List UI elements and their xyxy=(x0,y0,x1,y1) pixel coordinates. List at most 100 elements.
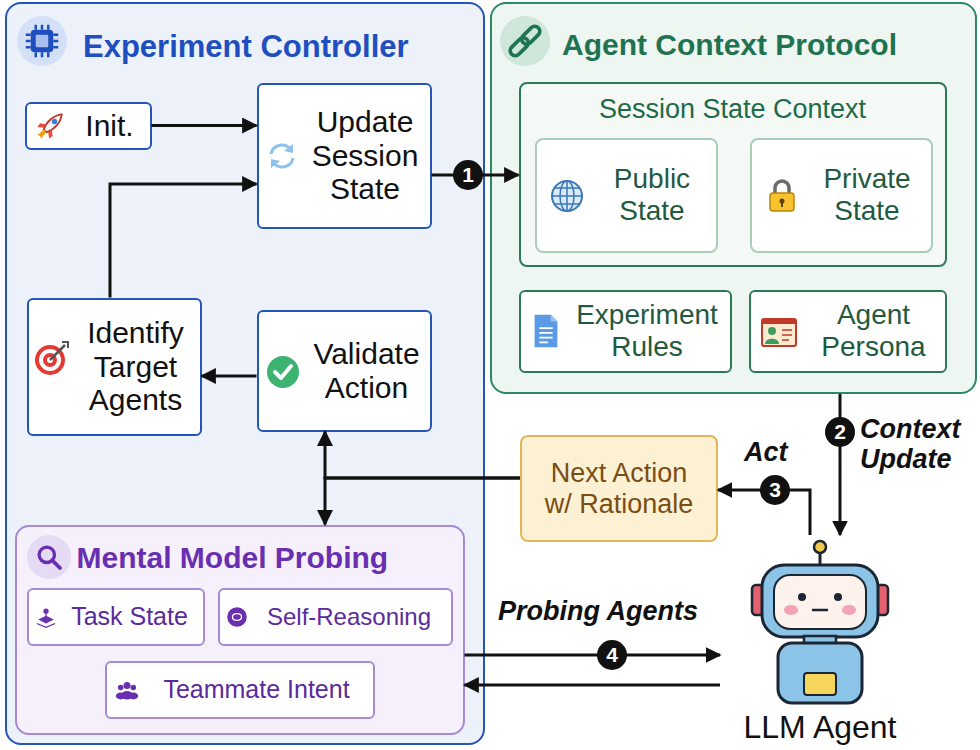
action-box: Next Action w/ Rationale xyxy=(520,435,718,542)
icon-part xyxy=(539,328,552,342)
robot-illustration xyxy=(720,535,920,705)
process-box: Validate Action xyxy=(257,310,432,432)
icon xyxy=(32,338,72,378)
edge-label: Probing Agents xyxy=(498,594,738,630)
callout-number: 2 xyxy=(825,417,855,447)
icon-part xyxy=(130,684,136,690)
state-box: Public State xyxy=(535,138,718,253)
icon-part xyxy=(508,36,530,58)
icon-part xyxy=(117,684,123,690)
icon-part xyxy=(284,144,293,153)
agent-node: LLM Agent xyxy=(720,535,920,747)
icon-part xyxy=(271,159,280,168)
box-label: Identify Target Agents xyxy=(72,300,200,434)
probe-chip: Self-Reasoning xyxy=(218,588,453,646)
icon xyxy=(547,176,587,216)
box-label: Next Action w/ Rationale xyxy=(535,437,703,540)
icon-part xyxy=(520,24,542,46)
icon-part xyxy=(36,623,54,627)
state-group: Session State ContextPublic State Private… xyxy=(519,82,947,267)
probing-panel: Mental Model ProbingTask State Self-Reaso… xyxy=(15,525,465,735)
icon xyxy=(33,604,59,630)
robot-part xyxy=(762,565,878,637)
process-box: Identify Target Agents xyxy=(27,298,202,436)
icon-part xyxy=(43,114,61,132)
icon-part xyxy=(35,345,65,375)
icon xyxy=(27,535,71,579)
edge-label: Act xyxy=(744,436,804,470)
icon-part xyxy=(781,202,783,207)
connector-arrow xyxy=(152,124,257,127)
icon xyxy=(17,16,67,66)
process-box: Init. xyxy=(25,102,152,150)
box-label: Experiment Rules xyxy=(565,292,730,371)
robot-part xyxy=(804,673,836,695)
icon-part xyxy=(50,345,65,360)
group-title: Session State Context xyxy=(521,89,945,131)
process-box: Update Session State xyxy=(257,83,432,229)
controller-panel: Experiment ControllerInit. Update Session… xyxy=(5,2,485,745)
icon-part xyxy=(48,130,53,138)
robot-part xyxy=(798,593,806,601)
icon-part xyxy=(762,319,796,346)
robot-part xyxy=(814,541,826,553)
icon-part xyxy=(26,25,59,58)
callout-number: 1 xyxy=(453,160,483,190)
context-box: Experiment Rules xyxy=(519,290,732,373)
box-label: Init. xyxy=(71,104,149,148)
robot-part xyxy=(834,593,842,601)
icon-part xyxy=(31,30,54,53)
icon-part xyxy=(762,319,796,324)
icon xyxy=(263,352,303,392)
icon-part xyxy=(765,338,779,343)
icon-part xyxy=(770,193,794,211)
connector-arrow xyxy=(839,394,842,535)
icon-part xyxy=(768,327,776,335)
icon-part xyxy=(232,613,241,620)
icon-part xyxy=(45,613,46,616)
icon-part xyxy=(43,608,48,613)
icon-part xyxy=(552,181,582,211)
icon-part xyxy=(123,681,130,688)
box-label: Agent Persona xyxy=(803,292,945,371)
icon-part xyxy=(782,330,792,340)
icon xyxy=(527,312,565,350)
robot-part xyxy=(842,605,856,615)
connector-arrow xyxy=(325,478,520,525)
edge-label: Context Update xyxy=(860,410,980,480)
connector-arrow xyxy=(465,654,721,657)
box-label: Validate Action xyxy=(304,312,430,430)
panel-title: Experiment Controller xyxy=(83,18,478,76)
icon xyxy=(759,312,799,352)
box-label: Public State xyxy=(589,140,716,251)
icon-part xyxy=(128,692,138,699)
callout-number: 3 xyxy=(760,475,790,505)
icon xyxy=(262,136,302,176)
icon xyxy=(224,604,250,630)
state-box: Private State xyxy=(750,138,933,253)
box-label: Teammate Intent xyxy=(141,663,373,717)
panel-title: Agent Context Protocol xyxy=(562,16,972,74)
icon-part xyxy=(267,356,299,388)
agent-label: LLM Agent xyxy=(720,707,920,747)
icon-part xyxy=(52,560,60,568)
connector-arrow xyxy=(202,375,257,378)
icon-part xyxy=(27,535,71,579)
icon-part xyxy=(275,366,291,378)
icon-part xyxy=(62,342,68,348)
context-box: Agent Persona xyxy=(749,290,947,373)
icon-part xyxy=(552,181,582,211)
connector-arrow xyxy=(465,684,721,687)
context-panel: Agent Context ProtocolSession State Cont… xyxy=(490,2,977,394)
box-label: Self-Reasoning xyxy=(248,590,451,644)
icon-part xyxy=(775,181,789,194)
probe-chip: Teammate Intent xyxy=(105,661,375,719)
robot-part xyxy=(813,609,827,612)
probe-chip: Task State xyxy=(27,588,205,646)
icon xyxy=(113,677,141,705)
icon xyxy=(32,108,68,144)
icon-part xyxy=(36,35,49,48)
panel-title: Mental Model Probing xyxy=(77,533,463,583)
